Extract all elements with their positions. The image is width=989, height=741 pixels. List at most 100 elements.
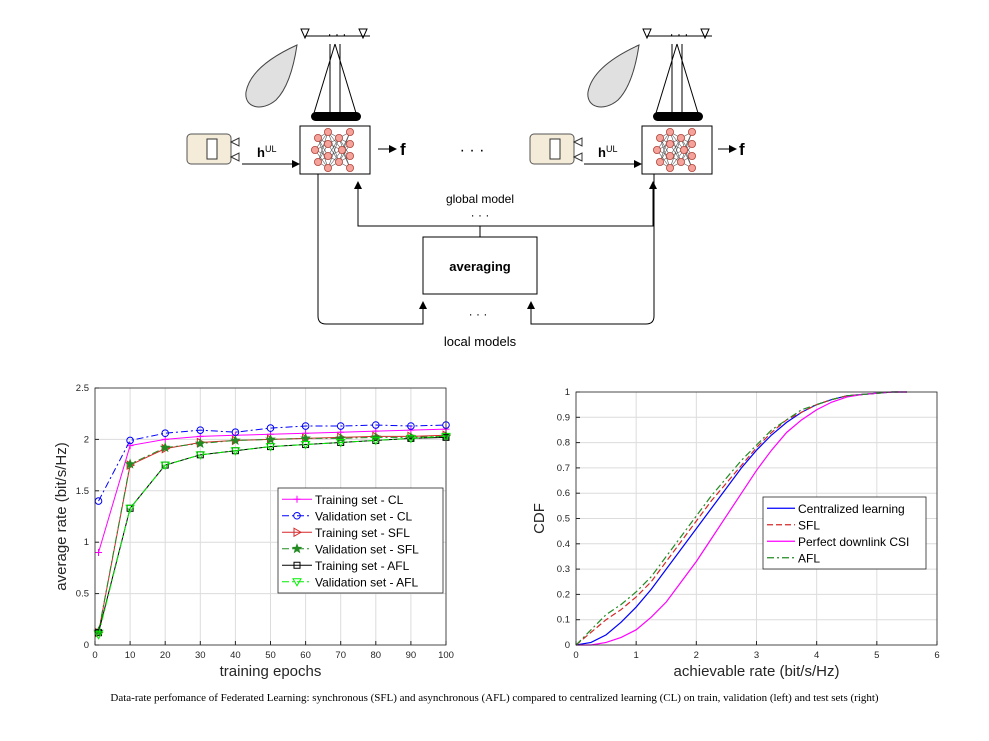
y-tick-label: 0.6: [557, 488, 570, 499]
data-point: [266, 424, 275, 432]
neuron-node: [665, 164, 674, 173]
data-point: [293, 527, 303, 538]
output-label-left: f: [400, 140, 406, 159]
y-axis-label: average rate (bit/s/Hz): [53, 442, 70, 590]
channel-label-left: hUL: [257, 144, 276, 160]
legend-entry: AFL: [798, 551, 820, 565]
x-tick-label: 90: [406, 650, 417, 661]
user-device-right: [529, 133, 583, 165]
neuron-node: [334, 157, 343, 166]
antenna-dots-right: · · ·: [670, 27, 689, 41]
averaging-box: [422, 236, 538, 295]
series-line: [575, 391, 907, 646]
global-model-ellipsis: · · ·: [471, 208, 490, 222]
neuron-node: [346, 128, 355, 136]
neuron-node: [688, 128, 697, 136]
neuron-node: [688, 139, 697, 148]
neuron-node: [314, 157, 322, 166]
neuron-node: [323, 139, 332, 148]
x-tick-label: 60: [300, 650, 311, 661]
channel-label-right: hUL: [598, 144, 617, 160]
legend-entry: Validation set - SFL: [315, 542, 419, 556]
data-point: [125, 504, 135, 514]
x-tick-label: 80: [371, 650, 382, 661]
neuron-node: [314, 134, 322, 142]
system-diagram: · · · hUL f · · ·: [186, 27, 745, 349]
beam-lobe-right: [587, 44, 640, 108]
y-tick-label: 0.3: [557, 564, 570, 575]
x-tick-label: 5: [874, 650, 879, 661]
y-tick-label: 0.9: [557, 412, 570, 423]
neuron-node: [346, 164, 355, 173]
global-model-links: [354, 181, 657, 237]
base-station-right: · · · hUL f: [529, 27, 745, 175]
series-line: [98, 424, 447, 502]
y-tick-label: 0.5: [76, 589, 89, 600]
data-point: [159, 442, 171, 453]
neuron-node: [665, 128, 674, 136]
neuron-node: [323, 151, 332, 160]
neuron-node: [665, 139, 674, 148]
beam-lobe-left: [245, 44, 298, 108]
legend-entry: Validation set - AFL: [315, 575, 418, 589]
neuron-node: [323, 164, 332, 173]
users-ellipsis: · · ·: [460, 142, 485, 159]
neuron-node: [665, 151, 674, 160]
local-models-label: local models: [444, 334, 517, 349]
x-tick-label: 20: [160, 650, 171, 661]
y-tick-label: 0.7: [557, 463, 570, 474]
neural-net-icon-left: [311, 128, 355, 173]
global-model-label: global model: [446, 192, 514, 206]
neuron-node: [346, 139, 355, 148]
neural-net-box-right: [641, 125, 713, 175]
y-tick-label: 0.8: [557, 438, 570, 449]
x-tick-label: 100: [438, 650, 454, 661]
data-point: [406, 434, 416, 444]
data-point: [161, 429, 169, 438]
data-point: [372, 421, 380, 429]
neuron-node: [656, 134, 664, 142]
data-point: [300, 441, 311, 450]
neuron-node: [323, 128, 332, 136]
data-point: [160, 461, 171, 471]
neuron-node: [676, 134, 685, 142]
series-line: [98, 435, 447, 635]
neuron-node: [337, 145, 346, 154]
data-point: [265, 433, 276, 444]
x-tick-label: 0: [92, 650, 97, 661]
y-tick-label: 2.5: [76, 383, 89, 394]
output-label-right: f: [739, 140, 745, 159]
neural-net-box-left: [299, 125, 371, 175]
data-point: [335, 438, 346, 448]
data-point: [407, 422, 415, 430]
x-tick-label: 10: [125, 650, 136, 661]
base-station-bar-right: [653, 112, 703, 121]
base-station-left: · · · hUL f: [186, 27, 406, 175]
legend-entry: Validation set - CL: [315, 509, 412, 523]
x-tick-label: 0: [573, 650, 578, 661]
data-point: [292, 578, 302, 587]
series-perfect-downlink-csi: [576, 391, 907, 646]
neuron-node: [334, 134, 343, 142]
legend-entry: Training set - AFL: [315, 559, 410, 573]
y-tick-label: 1.5: [76, 486, 89, 497]
data-point: [124, 458, 136, 469]
data-point: [336, 422, 345, 430]
data-point: [335, 432, 347, 443]
neuron-node: [676, 157, 685, 166]
x-tick-label: 2: [694, 650, 699, 661]
x-tick-label: 70: [335, 650, 346, 661]
data-point: [95, 548, 103, 556]
x-tick-label: 30: [195, 650, 206, 661]
y-tick-label: 2: [84, 434, 89, 445]
legend-entry: Centralized learning: [798, 502, 905, 516]
y-tick-label: 0: [565, 640, 570, 651]
local-models-ellipsis: · · ·: [469, 307, 488, 321]
neuron-node: [688, 151, 697, 160]
legend-entry: SFL: [798, 518, 820, 532]
data-point: [195, 451, 206, 460]
